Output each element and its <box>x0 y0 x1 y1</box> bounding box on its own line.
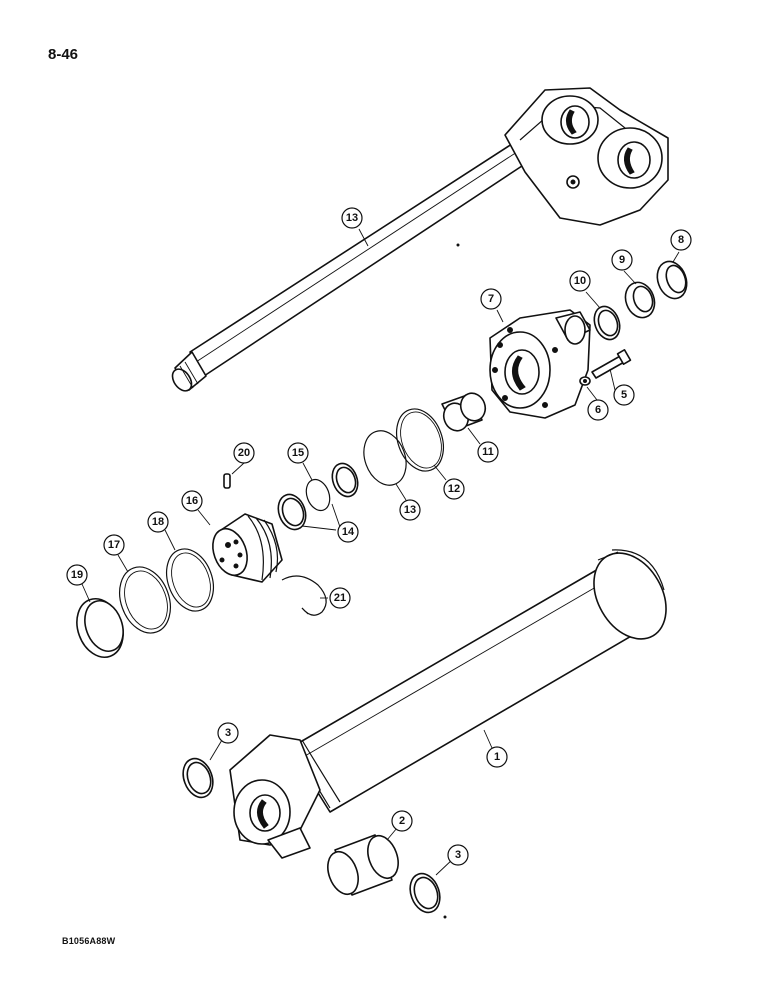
o-ring-15-part <box>305 478 331 512</box>
piston-rod-part <box>171 87 669 392</box>
svg-text:15: 15 <box>292 447 304 459</box>
svg-text:1: 1 <box>494 751 500 763</box>
svg-text:3: 3 <box>455 849 461 861</box>
o-ring-11-part <box>396 408 444 472</box>
figure-code: B1056A88W <box>62 936 116 946</box>
callout-8: 9 <box>611 249 633 271</box>
callout-4: 5 <box>613 384 635 406</box>
svg-text:8: 8 <box>678 234 684 246</box>
page-number: 8-46 <box>48 46 79 63</box>
svg-text:12: 12 <box>448 483 460 495</box>
bolt-part <box>591 349 632 379</box>
rod-bushing-part <box>441 392 487 432</box>
callout-1: 1 <box>486 746 508 768</box>
callout-12: 13 <box>399 499 421 521</box>
svg-text:16: 16 <box>186 495 198 507</box>
callout-14: 14 <box>337 521 359 543</box>
callout-9: 10 <box>569 270 591 292</box>
roll-pin-part <box>223 473 231 489</box>
svg-text:2: 2 <box>399 815 405 827</box>
leader-lines <box>81 228 680 876</box>
callout-18: 18 <box>147 511 169 533</box>
base-bushing-part <box>327 834 399 896</box>
dust-seal-3b-part <box>409 872 441 914</box>
cylinder-head-part <box>489 309 591 419</box>
seal-ring-18-part <box>166 548 214 612</box>
svg-text:6: 6 <box>595 404 601 416</box>
rod-seal-part <box>624 281 656 319</box>
svg-text:17: 17 <box>108 539 120 551</box>
dust-seal-3a-part <box>182 757 214 799</box>
svg-text:20: 20 <box>238 447 250 459</box>
svg-text:19: 19 <box>71 569 83 581</box>
svg-text:21: 21 <box>334 592 346 604</box>
svg-text:13: 13 <box>404 504 416 516</box>
wear-ring-19-part <box>76 598 124 658</box>
wiper-seal-part <box>656 260 688 300</box>
backup-ring-part <box>593 305 621 341</box>
svg-text:3: 3 <box>225 727 231 739</box>
piston-part <box>212 513 283 583</box>
callout-16: 16 <box>181 490 203 512</box>
svg-text:18: 18 <box>152 516 164 528</box>
svg-text:11: 11 <box>482 446 494 458</box>
callout-13: 13 <box>341 207 363 229</box>
callout-15: 15 <box>287 442 309 464</box>
svg-text:13: 13 <box>346 212 358 224</box>
callout-17: 17 <box>103 534 125 556</box>
callout-3b: 3 <box>447 844 469 866</box>
svg-text:7: 7 <box>488 293 494 305</box>
svg-text:14: 14 <box>342 526 355 538</box>
seal-ring-17-part <box>119 566 171 634</box>
cylinder-barrel-part <box>229 549 667 859</box>
svg-text:9: 9 <box>619 254 625 266</box>
callout-20: 20 <box>233 442 255 464</box>
callout-10: 11 <box>477 441 499 463</box>
callout-19: 19 <box>66 564 88 586</box>
callout-2: 2 <box>391 810 413 832</box>
o-ring-12-part <box>363 430 407 486</box>
piston-rings-14-part <box>277 462 359 531</box>
callout-3a: 3 <box>217 722 239 744</box>
callout-11: 12 <box>443 478 465 500</box>
svg-text:10: 10 <box>574 275 586 287</box>
svg-text:5: 5 <box>621 389 627 401</box>
snap-ring-part <box>281 575 327 616</box>
callout-6: 7 <box>480 288 502 310</box>
washer-part <box>579 376 591 386</box>
callout-21: 21 <box>329 587 351 609</box>
callout-5: 6 <box>587 399 609 421</box>
callout-7: 8 <box>670 229 692 251</box>
